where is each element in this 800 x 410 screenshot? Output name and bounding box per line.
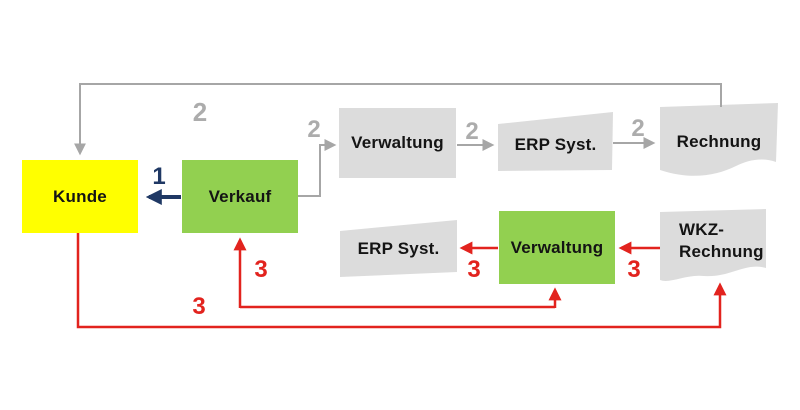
flow-label-2-feedback: 2 xyxy=(192,97,208,127)
flow-label-2-verkauf-verwaltung: 2 xyxy=(307,116,321,143)
node-verwaltung-bottom: Verwaltung xyxy=(499,211,615,284)
doc-rechnung-label: Rechnung xyxy=(676,132,762,151)
doc-erp-bottom-label: ERP Syst. xyxy=(357,239,440,258)
node-kunde: Kunde xyxy=(22,160,138,233)
flow-label-1: 1 xyxy=(152,163,166,190)
node-verkauf: Verkauf xyxy=(182,160,298,233)
doc-erp-top-label: ERP Syst. xyxy=(514,135,597,154)
flow-label-3-kunde-wkz: 3 xyxy=(192,293,206,320)
node-verwaltung-top: Verwaltung xyxy=(339,108,456,178)
flow-label-3-wkz-verwaltung: 3 xyxy=(627,256,641,283)
flow-label-3-verwaltung-erp: 3 xyxy=(467,256,481,283)
doc-wkz-rechnung-label: WKZ-Rechnung xyxy=(679,220,764,261)
arrow-verkauf-to-verwaltung xyxy=(298,139,337,197)
flow-label-3-to-verkauf: 3 xyxy=(254,256,268,283)
node-verkauf-label: Verkauf xyxy=(208,186,272,206)
flow-label-2-erp-rechnung: 2 xyxy=(631,115,645,142)
node-verwaltung-top-label: Verwaltung xyxy=(351,133,444,152)
flow-label-2-verwaltung-erp: 2 xyxy=(465,118,479,145)
node-verwaltung-bottom-label: Verwaltung xyxy=(510,237,604,257)
node-kunde-label: Kunde xyxy=(53,186,107,206)
